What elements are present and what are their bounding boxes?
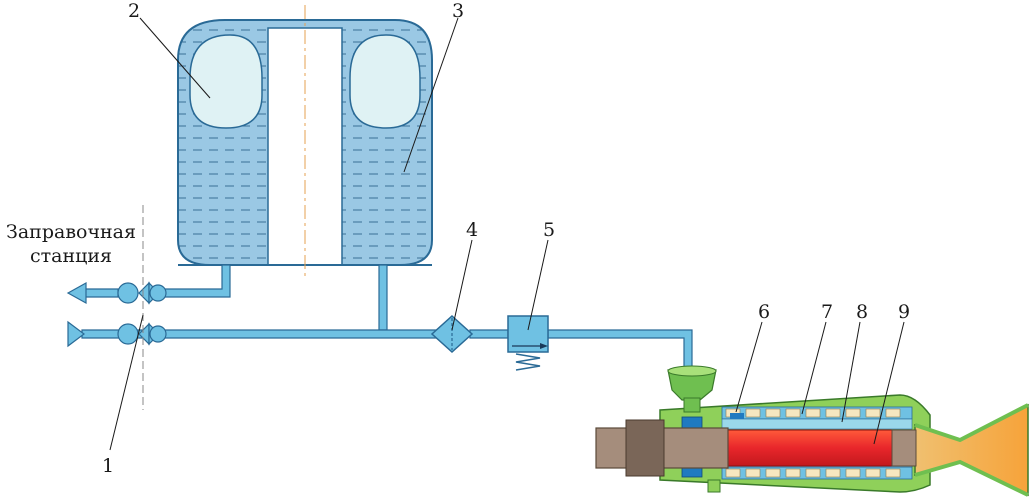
- gas-bladder-left: [189, 34, 263, 129]
- engine: [595, 365, 1029, 497]
- callout-1: 1: [102, 455, 114, 477]
- propellant-grain: [725, 429, 893, 467]
- station-label-line2: станция: [30, 245, 112, 267]
- callout-7: 7: [821, 301, 833, 323]
- leader-lines: [109, 17, 905, 451]
- drain-arrow: [66, 281, 87, 305]
- callout-8: 8: [856, 301, 868, 323]
- callout-5: 5: [543, 219, 555, 241]
- fill-arrow: [67, 320, 85, 348]
- callout-6: 6: [758, 301, 770, 323]
- station-label-line1: Заправочная: [6, 221, 136, 243]
- callout-9: 9: [898, 301, 910, 323]
- valve: [507, 315, 549, 371]
- filter: [430, 314, 474, 354]
- callout-3: 3: [452, 0, 464, 22]
- piston-rod: [595, 419, 917, 477]
- callout-2: 2: [128, 0, 140, 22]
- gas-bladder-right: [349, 34, 421, 129]
- callout-4: 4: [466, 219, 478, 241]
- pipeline: [81, 264, 693, 369]
- disconnect-coupling-bottom: [117, 322, 167, 346]
- disconnect-coupling-top: [117, 281, 167, 305]
